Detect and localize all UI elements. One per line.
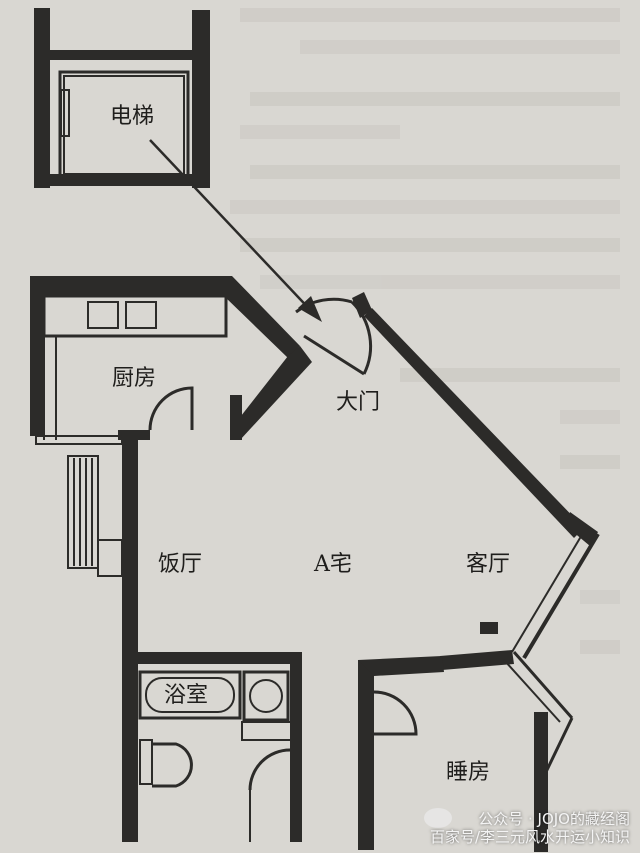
dining-label: 饭厅 [158,552,203,577]
watermark-line-1: 公众号 · JOJO的藏经阁 [478,810,630,828]
watermark-line-2: 百家号/李三元风水开运小知识 [429,828,630,846]
living-walls [364,308,600,670]
unit-label: A宅 [314,552,352,577]
kitchen-walls [30,276,312,440]
elevator-arrow [149,139,322,322]
background-print [230,8,620,654]
main-door [295,292,373,376]
bath-label: 浴室 [164,683,209,708]
bathroom-walls [122,652,302,842]
wechat-icon [424,808,452,828]
bedroom-walls [358,651,574,852]
bedroom-label: 睡房 [446,760,491,785]
elevator-label: 电梯 [110,104,155,129]
dining-walls [35,435,138,656]
main-door-label: 大门 [336,390,381,415]
elevator-block [34,8,210,188]
living-label: 客厅 [466,552,511,577]
kitchen-label: 厨房 [112,366,157,391]
